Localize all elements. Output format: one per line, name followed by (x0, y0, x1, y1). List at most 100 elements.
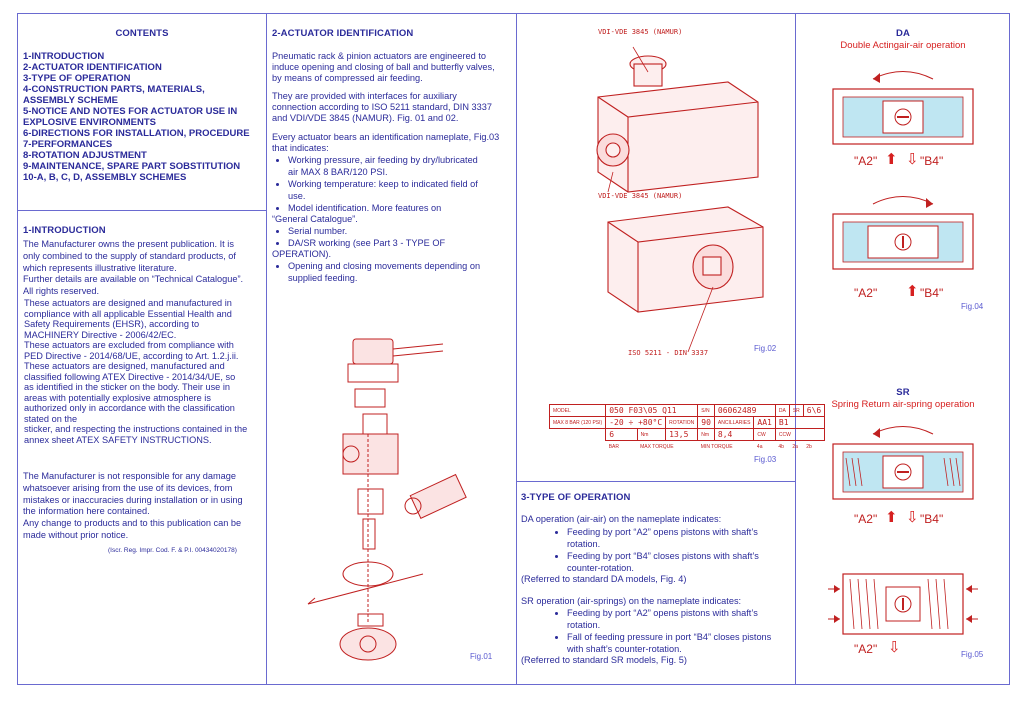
arrow-up-icon: ⬆ (885, 509, 898, 526)
np-ccw-label: CCW (774, 428, 826, 441)
text-line: annex sheet ATEX SAFETY INSTRUCTIONS. (24, 434, 212, 445)
disclaimer-body: The Manufacturer is not responsible for … (23, 471, 265, 542)
directives-body: These actuators are designed and manufac… (24, 298, 266, 445)
text-line: The Manufacturer owns the present public… (23, 239, 234, 249)
toc-item[interactable]: ASSEMBLY SCHEME (23, 95, 119, 106)
toc-item[interactable]: 7-PERFORMANCES (23, 139, 113, 150)
np-cw-label: CW (753, 428, 776, 441)
fig05-label: Fig.05 (961, 650, 984, 659)
np-nm-label: Nm (636, 428, 667, 441)
list-item: Feeding by port “B4” closes pistons with… (567, 550, 795, 574)
iso-label: ISO 5211 - DIN 3337 (628, 349, 709, 357)
operation-body: DA operation (air-air) on the nameplate … (521, 514, 795, 667)
np-min-torque-caption: MIN TORQUE (700, 443, 733, 450)
np-model-label: MODEL (548, 404, 607, 417)
toc-item[interactable]: 6-DIRECTIONS FOR INSTALLATION, PROCEDURE (23, 128, 250, 139)
list-item: Fall of feeding pressure in port “B4” cl… (567, 631, 795, 655)
contents-divider (18, 210, 266, 211)
np-nm-label-2: Nm (697, 428, 715, 441)
toc-item[interactable]: 5-NOTICE AND NOTES FOR ACTUATOR USE IN (23, 106, 238, 117)
sr-diagram-close (828, 573, 978, 635)
toc-item[interactable]: 4-CONSTRUCTION PARTS, MATERIALS, (23, 84, 205, 95)
list-item: Working temperature: keep to indicated f… (288, 178, 516, 202)
np-ancillaries-value: AA1 (753, 416, 776, 429)
arrow-up-icon: ⬆ (885, 151, 898, 168)
toc-item[interactable]: 2-ACTUATOR IDENTIFICATION (23, 62, 162, 73)
nameplate-features-list-2: Serial number. DA/SR working (see Part 3… (272, 225, 516, 249)
np-max-torque-caption: MAX TORQUE (640, 443, 674, 450)
toc-item[interactable]: 1-INTRODUCTION (23, 51, 105, 62)
list-item: Model identification. More features on (288, 202, 516, 214)
text-line: SR operation (air-springs) on the namepl… (521, 595, 742, 606)
np-ancillaries-label: ANCILLARIES (713, 416, 755, 429)
toc-item[interactable]: 9-MAINTENANCE, SPARE PART SOBSTITUTION (23, 161, 241, 172)
actuator-id-body: Pneumatic rack & pinion actuators are en… (272, 51, 516, 284)
sr-port-b4-top: "B4" (920, 512, 944, 526)
sr-subtitle: Spring Return air-spring operation (831, 399, 975, 410)
text-line: Every actuator bears an identification n… (272, 132, 500, 142)
np-model-value: 050 F03\05 Q11 (605, 404, 699, 417)
np-temp-value: -20 ÷ +80°C (605, 416, 667, 429)
np-rotation-value: 90 (697, 416, 715, 429)
text-line: classified following ATEX Directive - 20… (24, 371, 236, 382)
toc-item[interactable]: 10-A, B, C, D, ASSEMBLY SCHEMES (23, 172, 187, 183)
toc-item[interactable]: 3-TYPE OF OPERATION (23, 73, 131, 84)
fig02-label: Fig.02 (754, 344, 777, 353)
da-list: Feeding by port “A2” opens pistons with … (521, 526, 795, 574)
list-item: DA/SR working (see Part 3 - TYPE OF (288, 237, 516, 249)
text-line: areas with potentially explosive atmosph… (24, 392, 211, 403)
toc-item[interactable]: EXPLOSIVE ENVIRONMENTS (23, 117, 157, 128)
nameplate-features-list-3: Opening and closing movements depending … (272, 260, 516, 284)
intro-title: 1-INTRODUCTION (23, 225, 106, 236)
manual-page: CONTENTS 1-INTRODUCTION 2-ACTUATOR IDENT… (17, 13, 1010, 685)
np-b1-value: B1 (774, 416, 826, 429)
contents-title: CONTENTS (115, 28, 169, 39)
text-line: These actuators are designed, manufactur… (24, 361, 225, 371)
np-sn-value: 06062489 (713, 404, 776, 417)
np-rotation-label: ROTATION (665, 416, 699, 429)
da-port-b4-bottom: "B4" (920, 286, 944, 300)
text-line: authorized only in accordance with the c… (24, 403, 235, 413)
text-line: “General Catalogue”. (272, 214, 358, 224)
da-diagram-close (832, 196, 974, 270)
text-line: induce opening and closing of ball and b… (272, 62, 495, 72)
actuator-id-title: 2-ACTUATOR IDENTIFICATION (272, 28, 414, 39)
text-line: All rights reserved. (23, 286, 100, 297)
text-line: Pneumatic rack & pinion actuators are en… (272, 51, 486, 61)
text-line: (Referred to standard SR models, Fig. 5) (521, 655, 687, 666)
text-line: made without prior notice. (23, 529, 129, 540)
arrow-up-icon: ⬆ (906, 283, 919, 300)
sr-diagram-open (832, 426, 974, 500)
np-sn-label: S/N (697, 404, 715, 417)
text-line: that indicates: (272, 143, 329, 153)
intro-body: The Manufacturer owns the present public… (23, 239, 263, 298)
text-line: Safety Requirements (EHSR), according to (24, 319, 200, 329)
nameplate-divider (516, 481, 795, 482)
text-line: whatsoever arising from the use of its d… (23, 482, 233, 493)
text-line: stated on the (24, 413, 78, 424)
list-item: Feeding by port “A2” opens pistons with … (567, 607, 795, 631)
fig02-actuator-drawing (596, 46, 764, 353)
np-bar-label: MAX 8 BAR (120 PSI) (548, 416, 607, 429)
da-title: DA (896, 28, 910, 39)
text-line: (Referred to standard DA models, Fig. 4) (521, 573, 687, 584)
namur-label-mid: VDI-VDE 3845 (NAMUR) (598, 192, 683, 200)
np-2a: 2a (792, 443, 798, 450)
text-line: mistakes or inaccuracies during installa… (23, 494, 243, 505)
da-diagram-open (832, 71, 974, 145)
da-subtitle: Double Actingair-air operation (840, 40, 966, 51)
text-line: MACHINERY Directive - 2006/42/EC. (24, 329, 177, 340)
np-pressure-value: 6 (605, 428, 638, 441)
text-line: compliance with all applicable Essential… (24, 308, 232, 319)
text-line: sticker, and respecting the instructions… (24, 424, 248, 434)
list-item: Feeding by port “A2” opens pistons with … (567, 526, 795, 550)
sr-list: Feeding by port “A2” opens pistons with … (521, 607, 795, 655)
contents-list: 1-INTRODUCTION 2-ACTUATOR IDENTIFICATION… (23, 51, 250, 183)
fig01-label: Fig.01 (470, 652, 493, 661)
sr-title: SR (896, 387, 910, 398)
text-line: the information here contained. (23, 506, 150, 517)
toc-item[interactable]: 8-ROTATION ADJUSTMENT (23, 150, 147, 161)
fig03-label: Fig.03 (754, 455, 777, 464)
arrow-down-outline-icon: ⇩ (906, 509, 919, 526)
text-line: OPERATION). (272, 249, 332, 259)
